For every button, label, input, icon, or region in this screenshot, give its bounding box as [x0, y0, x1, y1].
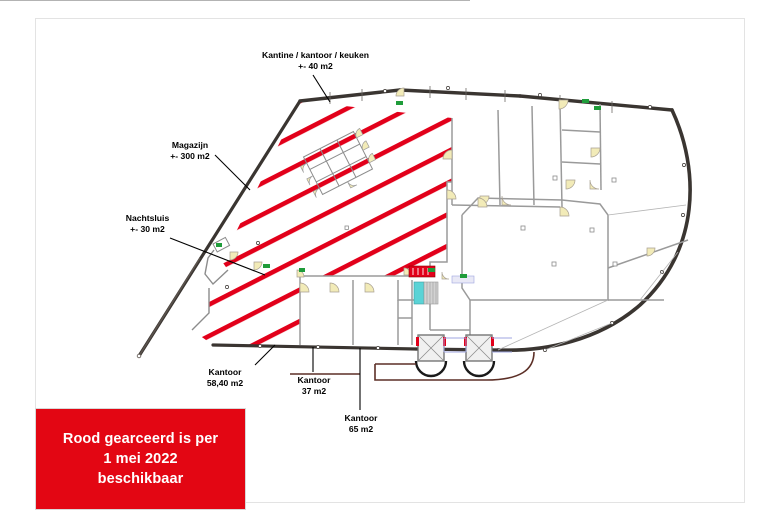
- office-cluster-grid: [299, 127, 377, 198]
- label-kantoor-58-area: 58,40 m2: [206, 377, 244, 388]
- label-kantoor-65-area: 65 m2: [348, 423, 374, 434]
- equipment-block: [408, 265, 475, 305]
- left-exterior-strip: [136, 257, 201, 359]
- label-nachtsluis-area: +- 30 m2: [130, 223, 165, 234]
- entrance-vestibules: [414, 334, 512, 378]
- label-kantoor-37-area: 37 m2: [301, 385, 327, 396]
- label-kantine: Kantine / kantoor / keuken +- 40 m2: [238, 50, 393, 71]
- label-magazijn-name: Magazijn: [171, 140, 209, 150]
- availability-callout: Rood gearceerd is per 1 mei 2022 beschik…: [35, 408, 246, 510]
- facade-nodes: [225, 86, 686, 352]
- label-nachtsluis-name: Nachtsluis: [125, 213, 170, 223]
- label-nachtsluis: Nachtsluis +- 30 m2: [95, 213, 200, 234]
- callout-line-2: 1 mei 2022: [103, 451, 178, 467]
- label-kantoor-37-name: Kantoor: [297, 375, 331, 385]
- label-kantoor-58-name: Kantoor: [208, 367, 242, 377]
- callout-line-1: Rood gearceerd is per: [62, 431, 219, 447]
- hall-hairlines: [497, 204, 687, 351]
- green-markers: [216, 99, 601, 278]
- hatched-available-area: [192, 101, 452, 345]
- driveway-outline: [290, 351, 535, 381]
- label-magazijn: Magazijn +- 300 m2: [140, 140, 240, 161]
- label-kantoor-58: Kantoor 58,40 m2: [180, 367, 270, 388]
- column-markers: [344, 175, 618, 267]
- label-kantoor-65: Kantoor 65 m2: [325, 413, 397, 434]
- label-magazijn-area: +- 300 m2: [170, 150, 210, 161]
- label-kantoor-65-name: Kantoor: [344, 413, 378, 423]
- label-leader-lines: [169, 74, 361, 410]
- label-kantine-name: Kantine / kantoor / keuken: [262, 50, 369, 60]
- callout-line-3: beschikbaar: [97, 471, 184, 487]
- label-kantine-area: +- 40 m2: [298, 60, 333, 71]
- door-swings: [229, 87, 656, 293]
- label-kantoor-37: Kantoor 37 m2: [278, 375, 350, 396]
